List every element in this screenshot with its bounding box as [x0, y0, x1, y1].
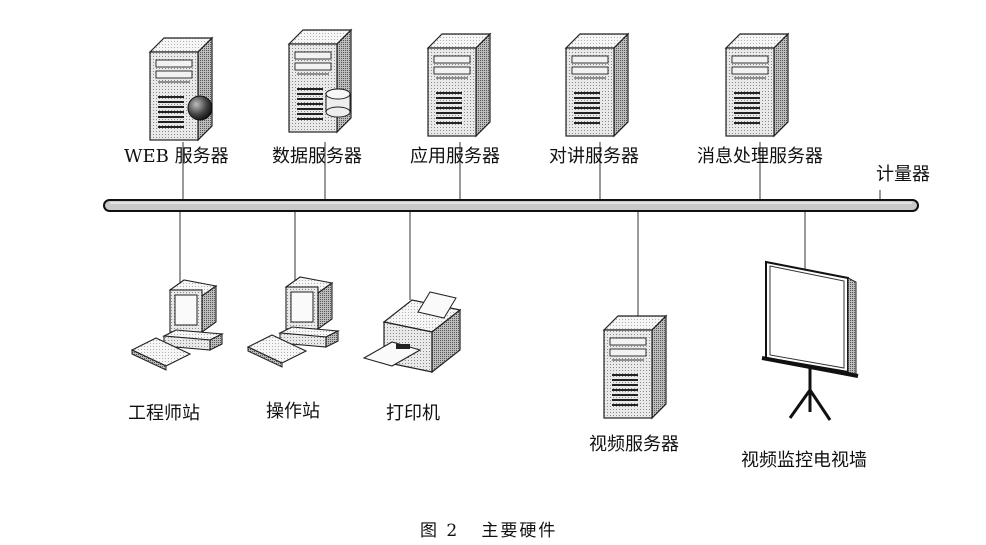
application-server-icon [427, 33, 491, 137]
operator-workstation-icon [247, 276, 339, 368]
network-bus [103, 199, 919, 212]
message-server-icon [725, 33, 789, 137]
projection-screen-icon [761, 260, 859, 421]
label-web-server: WEB 服务器 [124, 146, 229, 167]
label-video-wall: 视频监控电视墙 [741, 450, 867, 471]
label-video-server: 视频服务器 [589, 434, 679, 455]
label-printer: 打印机 [386, 403, 440, 424]
figure-caption: 图 2 主要硬件 [420, 521, 558, 541]
web-server-icon [149, 37, 213, 141]
printer-icon [362, 291, 462, 374]
label-engineer-station: 工程师站 [128, 403, 200, 424]
label-network-meter: 计量器 [876, 164, 930, 185]
label-database-server: 数据服务器 [272, 146, 362, 167]
database-server-icon [288, 29, 352, 133]
label-intercom-server: 对讲服务器 [549, 146, 639, 167]
engineer-workstation-icon [131, 279, 223, 371]
video-server-icon [603, 315, 667, 419]
intercom-server-icon [565, 33, 629, 137]
label-message-server: 消息处理服务器 [697, 146, 823, 167]
label-application-server: 应用服务器 [410, 146, 500, 167]
label-operator-station: 操作站 [266, 401, 320, 422]
